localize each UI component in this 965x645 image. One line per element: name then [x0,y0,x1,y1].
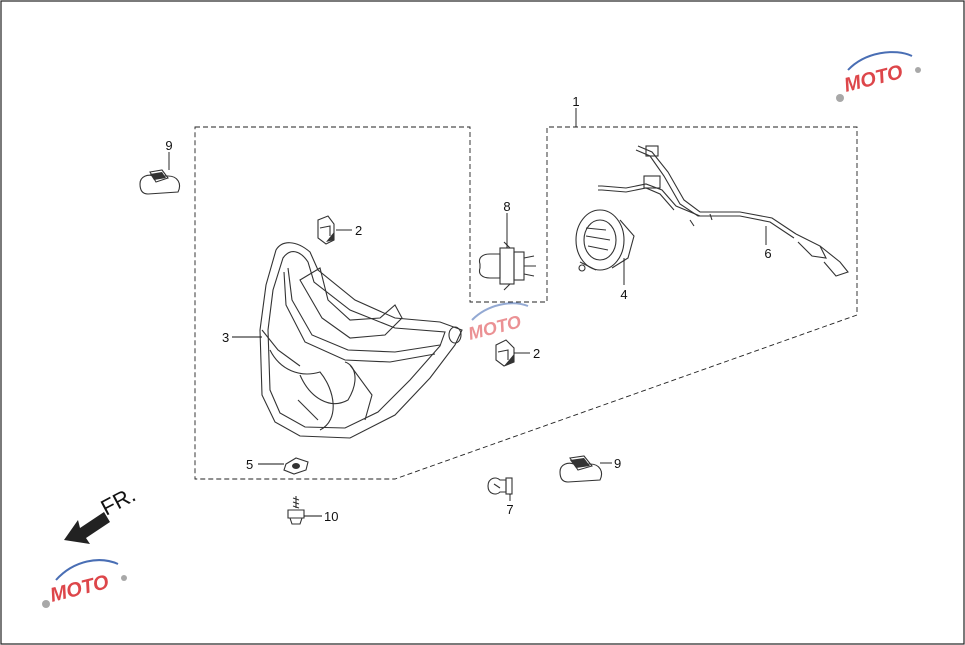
clip-lower [495,339,515,367]
callout-9a: 9 [165,138,172,153]
callout-5: 5 [246,457,253,472]
callout-3: 3 [222,330,229,345]
watermark-logo-bottom-left: MOTO [42,559,127,608]
watermark-logo-center: MOTO [466,302,529,344]
callout-7: 7 [506,502,513,517]
holder-right [559,455,603,483]
front-direction-arrow [64,512,110,544]
holder-left [139,169,181,195]
watermark-logo-top-right: MOTO [836,51,921,102]
assembly-outline [194,126,858,480]
svg-text:MOTO: MOTO [48,571,112,607]
leader-lines [168,108,767,517]
callout-10: 10 [324,509,338,524]
headlight-bulb [478,241,536,291]
nut [283,457,309,475]
callout-9b: 9 [614,456,621,471]
callout-8: 8 [503,199,510,214]
callout-4: 4 [620,287,627,302]
bolt [287,496,305,525]
socket-cover [575,209,635,272]
callout-1: 1 [572,94,579,109]
callout-6: 6 [764,246,771,261]
callout-2a: 2 [355,223,362,238]
position-bulb [487,477,513,495]
headlight-housing [259,242,463,439]
wiring-harness [598,145,849,277]
callout-2b: 2 [533,346,540,361]
clip-upper [317,215,335,245]
